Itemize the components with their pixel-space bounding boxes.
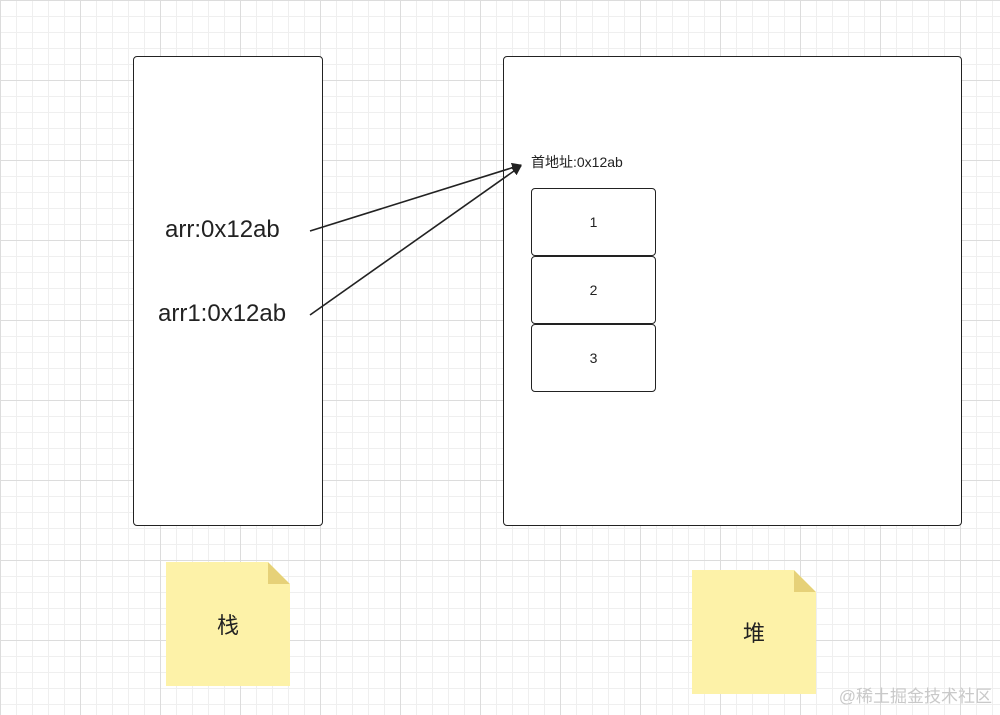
note-fold: [794, 570, 816, 592]
stack-var-arr: arr:0x12ab: [165, 216, 280, 243]
heap-cell: 2: [531, 256, 656, 324]
arrow-arr1-to-heap: [309, 165, 522, 316]
stack-box: [133, 56, 323, 526]
heap-cell: 3: [531, 324, 656, 392]
heap-note: 堆: [692, 570, 816, 694]
stack-note: 栈: [166, 562, 290, 686]
heap-address-label: 首地址:0x12ab: [531, 154, 623, 170]
note-fold: [268, 562, 290, 584]
heap-cell: 1: [531, 188, 656, 256]
heap-note-label: 堆: [742, 621, 765, 646]
arrow-arr-to-heap: [309, 162, 522, 232]
stack-note-label: 栈: [216, 613, 239, 638]
watermark: @稀土掘金技术社区: [838, 687, 992, 706]
stack-var-arr1: arr1:0x12ab: [158, 300, 287, 327]
